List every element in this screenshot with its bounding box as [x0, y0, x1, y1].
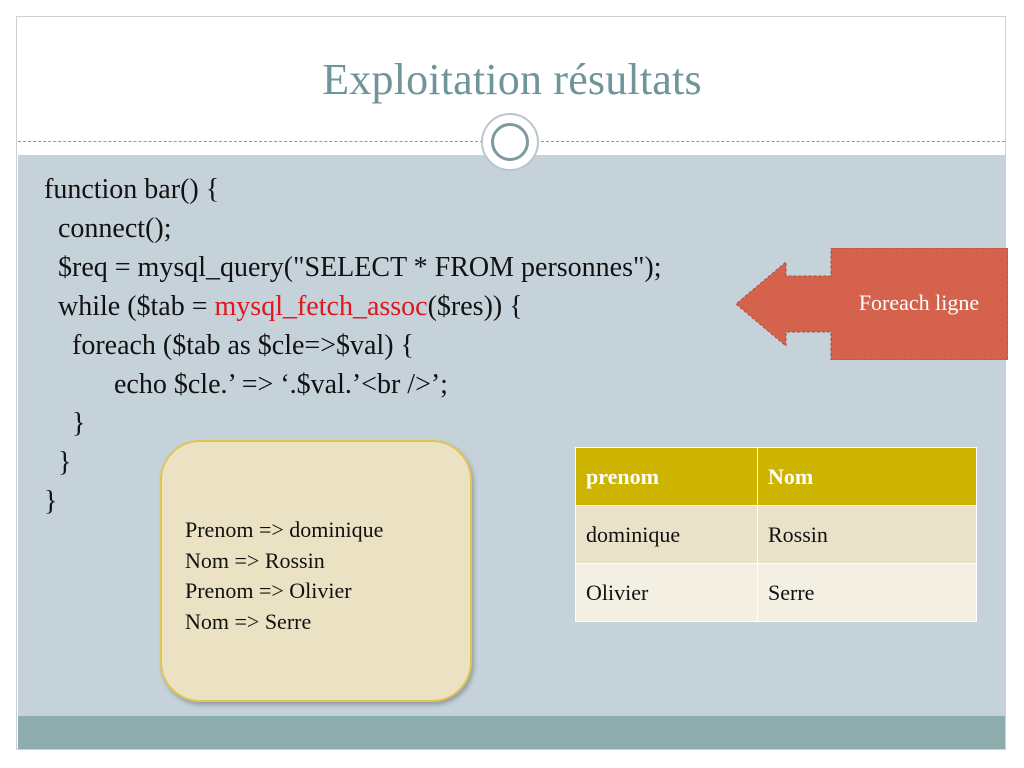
table-row: dominique Rossin	[575, 505, 977, 564]
slide-title: Exploitation résultats	[322, 55, 702, 104]
table-cell: dominique	[575, 505, 758, 564]
code-line: }	[44, 486, 58, 517]
code-line: $req = mysql_query("SELECT * FROM person…	[58, 252, 662, 283]
output-line: Nom => Rossin	[185, 547, 325, 573]
table-cell: Rossin	[757, 505, 977, 564]
output-text: Prenom => dominique Nom => Rossin Prenom…	[185, 515, 383, 637]
code-line: while ($tab = mysql_fetch_assoc($res)) {	[58, 291, 523, 322]
code-line: }	[58, 447, 72, 478]
table-row: Olivier Serre	[575, 563, 977, 622]
table-cell: Serre	[757, 563, 977, 622]
circle-ornament-inner	[491, 123, 529, 161]
output-line: Nom => Serre	[185, 608, 312, 634]
results-table: prenom Nom dominique Rossin Olivier Serr…	[575, 447, 977, 622]
code-line: foreach ($tab as $cle=>$val) {	[72, 330, 414, 361]
footer-bar	[18, 716, 1005, 749]
table-header-row: prenom Nom	[575, 447, 977, 506]
left-arrow-callout-icon	[736, 248, 1008, 360]
output-line: Prenom => Olivier	[185, 578, 352, 603]
left-arrow-shape	[736, 248, 1008, 360]
output-callout-box: Prenom => dominique Nom => Rossin Prenom…	[160, 440, 472, 702]
title-divider-left	[18, 141, 483, 142]
table-cell: Olivier	[575, 563, 758, 622]
output-line: Prenom => dominique	[185, 517, 384, 542]
column-header-prenom: prenom	[575, 447, 758, 506]
code-line: echo $cle.’ => ‘.$val.’<br />’;	[114, 369, 448, 400]
title-divider-right	[541, 141, 1005, 142]
code-line: function bar() {	[44, 174, 220, 205]
column-header-nom: Nom	[757, 447, 977, 506]
arrow-callout-label: Foreach ligne	[858, 290, 980, 315]
mysql-fetch-assoc-highlight: mysql_fetch_assoc	[214, 291, 428, 322]
code-line: }	[72, 408, 86, 439]
code-block: function bar() { connect(); $req = mysql…	[44, 170, 662, 521]
circle-ornament-icon	[481, 113, 539, 171]
code-line: connect();	[58, 213, 172, 244]
